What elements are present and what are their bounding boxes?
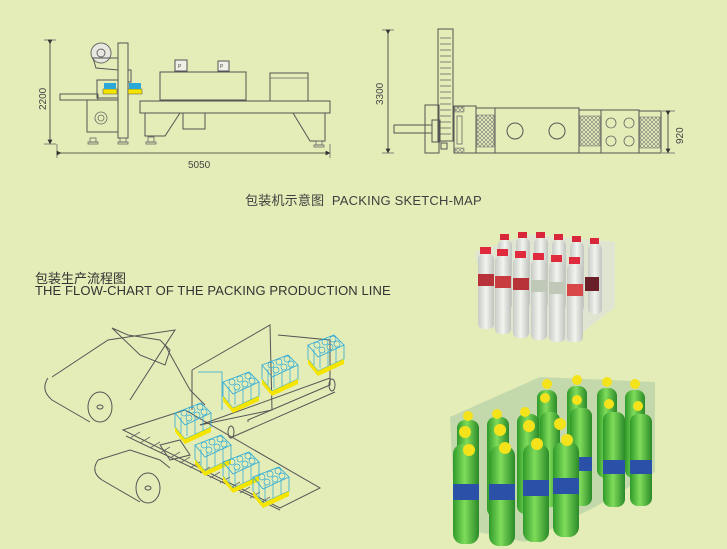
bottle-pack [194, 434, 232, 477]
height-dimension: 3300 [375, 29, 394, 154]
top-view-drawing: 3300 920 [375, 28, 686, 154]
flow-chart-title-en: THE FLOW-CHART OF THE PACKING PRODUCTION… [35, 283, 391, 298]
height-label: 2200 [38, 87, 49, 110]
width-label: 920 [675, 127, 686, 144]
soda-bottle-pack-photo [450, 375, 655, 546]
flow-chart-drawing [44, 324, 345, 511]
bottle-pack [261, 354, 299, 397]
bottle-pack-1 [102, 83, 118, 95]
sketch-caption-cn: 包装机示意图 [245, 193, 325, 208]
height-dimension: 2200 [38, 39, 56, 145]
bottle-pack [307, 334, 345, 377]
flow-chart-title-cn: 包装生产流程图 [35, 271, 127, 286]
bottle-pack [222, 371, 260, 414]
sketch-caption-en: PACKING SKETCH-MAP [331, 193, 482, 208]
infeed-conveyor [121, 409, 322, 511]
upper-film-roll [44, 327, 206, 423]
length-label: 5050 [188, 160, 211, 171]
bottle-pack [222, 451, 260, 494]
water-bottle-pack-photo [475, 232, 615, 342]
control-panel-2: P [217, 60, 230, 72]
length-dimension: 5050 [56, 144, 331, 171]
panel-label: P [178, 64, 182, 70]
bottle-pack-2 [127, 83, 143, 95]
sketch-caption: 包装机示意图 PACKING SKETCH-MAP [0, 190, 727, 209]
bottle-pack [252, 466, 290, 509]
height-label: 3300 [375, 82, 386, 105]
panel-label: P [220, 64, 224, 70]
shrink-tunnel [191, 324, 336, 439]
lower-film-roll [94, 449, 171, 504]
control-panel-1: P [174, 59, 188, 72]
width-dimension: 920 [662, 110, 686, 154]
side-view-drawing: 2200 5050 P P [38, 39, 331, 171]
